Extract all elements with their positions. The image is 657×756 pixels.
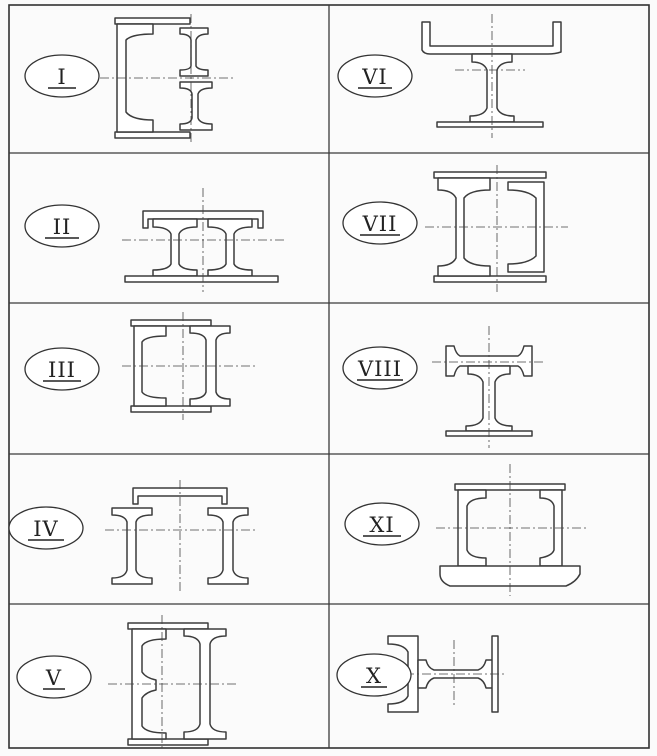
panel-label-1: I bbox=[24, 54, 100, 98]
roman-numeral: XI bbox=[369, 513, 394, 537]
panel-label-6: VI bbox=[337, 54, 413, 98]
panel-label-10: X bbox=[336, 653, 412, 697]
section-diagram-2 bbox=[122, 188, 285, 292]
section-diagram-5 bbox=[108, 615, 238, 750]
section-diagram-6 bbox=[421, 14, 562, 138]
roman-numeral: VI bbox=[361, 65, 387, 89]
section-diagram-8 bbox=[432, 326, 545, 448]
section-diagram-1 bbox=[100, 14, 235, 142]
roman-numeral: I bbox=[57, 65, 66, 89]
panel-label-9: XI bbox=[344, 502, 420, 546]
panel-label-5: V bbox=[16, 655, 92, 699]
section-diagram-3 bbox=[122, 312, 255, 420]
roman-numeral: IV bbox=[33, 517, 58, 541]
roman-numeral: III bbox=[48, 358, 76, 382]
roman-numeral: V bbox=[45, 666, 62, 690]
panel-label-3: III bbox=[24, 347, 100, 391]
roman-numeral: II bbox=[53, 215, 72, 239]
section-diagram-7 bbox=[425, 165, 568, 292]
panel-label-8: VIII bbox=[342, 346, 418, 390]
panel-label-2: II bbox=[24, 204, 100, 248]
section-diagram-4 bbox=[105, 480, 258, 592]
roman-numeral: VII bbox=[362, 212, 398, 236]
section-diagram-10 bbox=[387, 635, 505, 713]
panel-label-7: VII bbox=[342, 201, 418, 245]
panel-label-4: IV bbox=[8, 506, 84, 550]
roman-numeral: VIII bbox=[357, 357, 402, 381]
roman-numeral: X bbox=[366, 664, 382, 688]
section-diagram-9 bbox=[436, 464, 588, 596]
